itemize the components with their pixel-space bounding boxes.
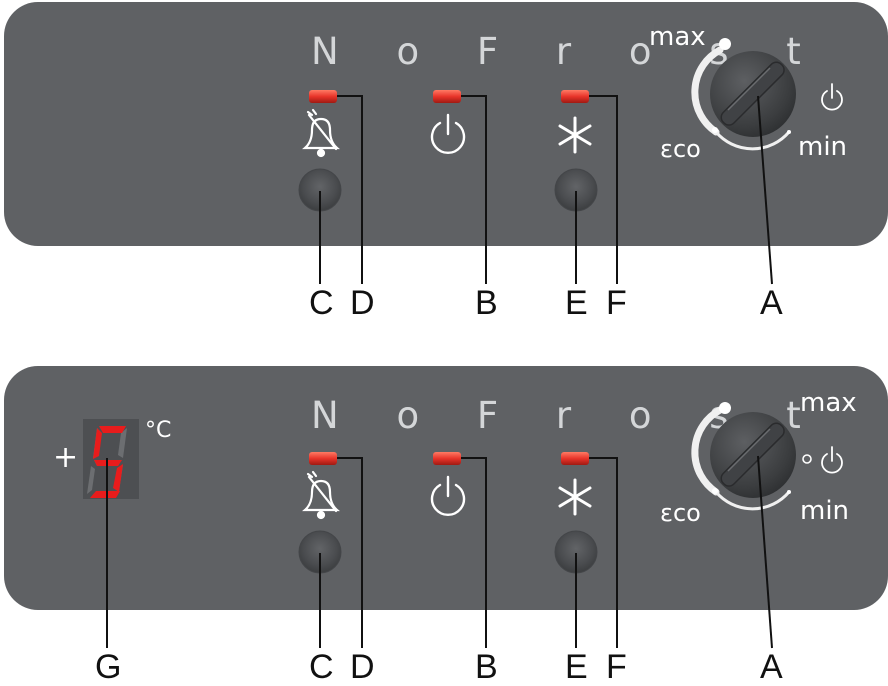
- min-dot: [787, 490, 791, 494]
- min-dot: [787, 130, 791, 134]
- super-freeze-button[interactable]: [554, 168, 598, 212]
- power-led: [433, 90, 461, 103]
- power-icon: [430, 113, 466, 155]
- callout-e: E: [565, 284, 588, 322]
- temperature-sign: +: [53, 440, 79, 475]
- max-dot: [719, 38, 731, 50]
- off-power-icon: [821, 446, 843, 474]
- alarm-bell-slash-icon: [302, 470, 340, 520]
- control-panel-top: N o F r o s t: [4, 2, 888, 246]
- dial-max-label: max: [649, 22, 706, 52]
- temperature-digit-display: [83, 419, 139, 499]
- alarm-off-button[interactable]: [298, 530, 342, 574]
- callout-d: D: [350, 284, 375, 322]
- super-freeze-button[interactable]: [554, 530, 598, 574]
- callout-e: E: [565, 648, 588, 686]
- dial-arc-max: [691, 46, 724, 136]
- dial-arc-min: [714, 491, 791, 511]
- panel-bottom-graphics: [83, 402, 843, 574]
- callout-f: F: [606, 284, 627, 322]
- dial-arc-min: [714, 131, 791, 151]
- callout-c: C: [309, 284, 334, 322]
- eco-dot: [712, 127, 718, 133]
- dial-min-label: min: [800, 496, 850, 526]
- temperature-knob[interactable]: [710, 412, 796, 498]
- alarm-bell-slash-icon: [302, 108, 340, 158]
- super-freeze-led: [561, 452, 589, 465]
- snowflake-star-icon: [558, 478, 592, 516]
- callout-a: A: [760, 284, 783, 322]
- off-power-icon: [821, 83, 843, 111]
- snowflake-star-icon: [558, 116, 592, 154]
- dial-eco-label: εco: [660, 135, 701, 163]
- alarm-led: [309, 90, 337, 103]
- callout-b: B: [475, 284, 498, 322]
- max-dot: [719, 402, 731, 414]
- dial-max-label: max: [800, 388, 857, 418]
- callout-b: B: [475, 648, 498, 686]
- off-position-dot: [802, 454, 812, 464]
- power-led: [433, 452, 461, 465]
- callout-g: G: [95, 648, 122, 686]
- alarm-off-button[interactable]: [298, 168, 342, 212]
- power-icon: [430, 475, 466, 517]
- dial-arc-max: [691, 406, 724, 496]
- eco-dot: [712, 488, 718, 494]
- callout-d: D: [350, 648, 375, 686]
- temperature-knob[interactable]: [710, 51, 796, 137]
- alarm-led: [309, 452, 337, 465]
- control-panel-bottom: N o F r o s t + °C 5: [4, 366, 888, 610]
- callout-c: C: [309, 648, 334, 686]
- callout-f: F: [606, 648, 627, 686]
- dial-min-label: min: [798, 132, 848, 162]
- temperature-unit: °C: [145, 418, 172, 443]
- super-freeze-led: [561, 90, 589, 103]
- dial-eco-label: εco: [660, 499, 701, 527]
- panel-top-graphics: [298, 38, 843, 212]
- callout-a: A: [760, 648, 783, 686]
